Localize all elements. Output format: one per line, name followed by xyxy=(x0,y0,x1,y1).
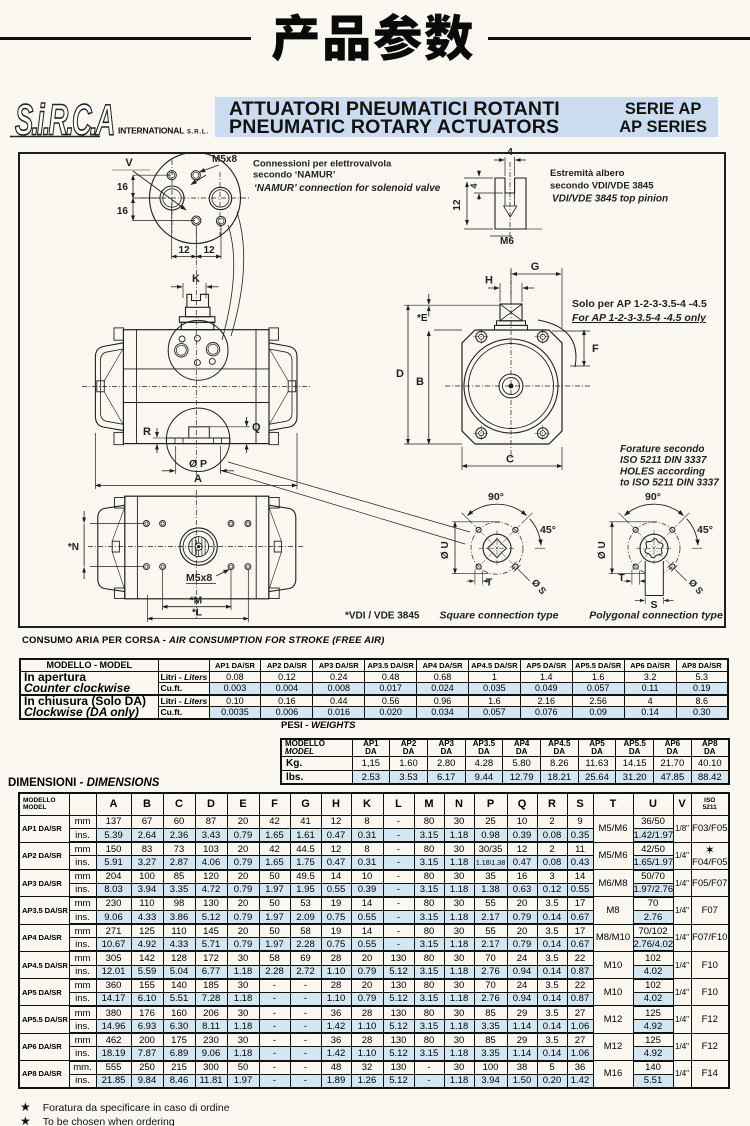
svg-text:45°: 45° xyxy=(540,524,556,536)
svg-text:4: 4 xyxy=(507,147,513,158)
svg-text:Q: Q xyxy=(252,422,261,434)
svg-text:12: 12 xyxy=(203,245,215,256)
svg-text:ISO 5211 DIN 3337: ISO 5211 DIN 3337 xyxy=(620,455,707,466)
svg-text:C: C xyxy=(506,454,514,466)
svg-text:Ø P: Ø P xyxy=(189,458,207,470)
svg-text:*M: *M xyxy=(190,596,202,607)
svg-text:S.R.L.: S.R.L. xyxy=(187,130,209,136)
svg-text:Ø U: Ø U xyxy=(440,541,451,559)
svg-text:HOLES according: HOLES according xyxy=(620,467,705,478)
svg-text:secondo VDI/VDE 3845: secondo VDI/VDE 3845 xyxy=(550,181,654,192)
svg-text:Connessioni per elettrovalvola: Connessioni per elettrovalvola xyxy=(253,159,392,170)
svg-text:‘NAMUR’ connection for solenoi: ‘NAMUR’ connection for solenoid valve xyxy=(254,183,441,194)
svg-text:Ø S: Ø S xyxy=(529,577,548,597)
svg-text:INTERNATIONAL: INTERNATIONAL xyxy=(118,126,184,136)
svg-text:M5x8: M5x8 xyxy=(212,154,237,165)
svg-text:Forature secondo: Forature secondo xyxy=(620,444,704,455)
svg-text:K: K xyxy=(192,273,200,285)
svg-text:45°: 45° xyxy=(697,524,713,536)
svg-text:T: T xyxy=(618,572,625,584)
svg-text:to ISO 5211 DIN 3337: to ISO 5211 DIN 3337 xyxy=(620,478,719,489)
svg-text:*N: *N xyxy=(68,542,79,553)
svg-text:D: D xyxy=(396,368,404,380)
svg-text:H: H xyxy=(485,275,493,287)
svg-text:12: 12 xyxy=(178,245,190,256)
svg-text:R: R xyxy=(143,426,151,438)
svg-text:16: 16 xyxy=(117,206,129,217)
svg-text:*VDI / VDE 3845: *VDI / VDE 3845 xyxy=(345,611,420,622)
svg-text:90°: 90° xyxy=(645,491,661,503)
svg-text:M5x8: M5x8 xyxy=(186,572,212,584)
svg-text:90°: 90° xyxy=(488,491,504,503)
svg-text:M6: M6 xyxy=(500,236,514,247)
svg-text:16: 16 xyxy=(117,182,129,193)
svg-text:VDI/VDE 3845 top pinion: VDI/VDE 3845 top pinion xyxy=(552,194,668,205)
svg-text:Ø U: Ø U xyxy=(597,541,608,559)
svg-text:secondo ‘NAMUR’: secondo ‘NAMUR’ xyxy=(253,170,335,181)
svg-text:Solo per AP 1-2-3-3.5-4 -4.5: Solo per AP 1-2-3-3.5-4 -4.5 xyxy=(572,298,707,310)
svg-text:Square connection type: Square connection type xyxy=(439,610,558,622)
svg-text:V: V xyxy=(125,157,133,169)
svg-text:A: A xyxy=(194,473,202,485)
svg-text:G: G xyxy=(531,261,540,273)
svg-text:*E: *E xyxy=(417,313,428,324)
svg-text:4: 4 xyxy=(469,183,479,188)
svg-text:S: S xyxy=(650,599,657,611)
svg-text:Ø S: Ø S xyxy=(686,577,705,597)
svg-text:F: F xyxy=(592,343,599,355)
svg-text:B: B xyxy=(416,376,424,388)
svg-text:*L: *L xyxy=(192,608,202,619)
svg-text:Estremità albero: Estremità albero xyxy=(550,168,625,179)
svg-text:T: T xyxy=(486,577,493,589)
svg-text:Polygonal connection type: Polygonal connection type xyxy=(589,610,723,622)
svg-text:For AP 1-2-3-3.5-4 -4.5 only: For AP 1-2-3-3.5-4 -4.5 only xyxy=(572,312,707,324)
svg-text:12: 12 xyxy=(452,199,463,211)
